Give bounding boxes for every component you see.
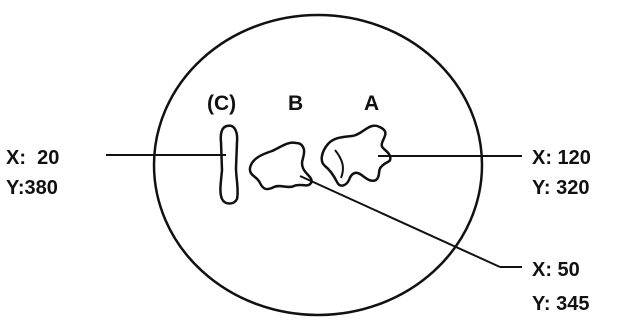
callout-a-x: X: 120 (532, 147, 591, 169)
field-circle (154, 15, 482, 315)
callout-c-y: Y:380 (6, 177, 58, 199)
specimen-c-shape (220, 126, 237, 204)
callout-b-x: X: 50 (532, 259, 580, 281)
specimen-c-label: (C) (207, 92, 236, 115)
specimen-a-label: A (364, 92, 379, 115)
specimen-b-label: B (288, 92, 303, 115)
specimen-b-shape (250, 143, 312, 189)
specimen-a-fold (335, 150, 343, 178)
callout-c-x: X: 20 (6, 147, 59, 169)
callout-a-y: Y: 320 (532, 177, 589, 199)
callout-b-y: Y: 345 (532, 293, 589, 315)
